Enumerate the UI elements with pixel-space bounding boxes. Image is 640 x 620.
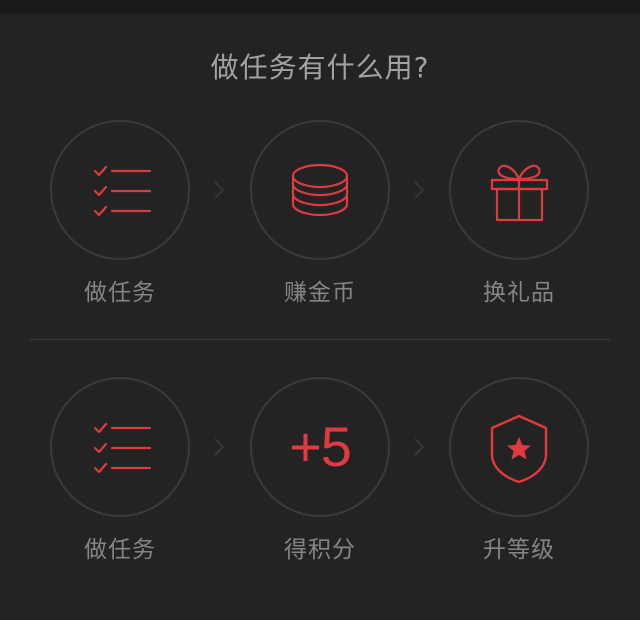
step-icon-circle — [449, 120, 589, 260]
coins-icon — [291, 163, 349, 217]
benefit-row-coins: 做任务 赚金币 — [0, 120, 640, 310]
gift-icon — [490, 164, 549, 222]
chevron-right-icon — [213, 178, 225, 202]
step-label: 赚金币 — [284, 280, 356, 306]
page-title: 做任务有什么用? — [210, 51, 430, 84]
step-icon-circle: +5 — [250, 377, 390, 517]
step-do-task: 做任务 — [50, 377, 190, 567]
step-icon-circle — [50, 120, 190, 260]
benefit-row-points: 做任务 +5 得积分 升等级 — [0, 377, 640, 567]
top-bar — [0, 0, 640, 14]
step-redeem-gift: 换礼品 — [449, 120, 589, 310]
section-divider — [30, 339, 610, 340]
step-get-points: +5 得积分 — [250, 377, 390, 567]
chevron-right-icon — [213, 435, 225, 459]
step-label: 做任务 — [84, 280, 156, 306]
chevron-right-icon — [413, 435, 425, 459]
step-earn-coins: 赚金币 — [250, 120, 390, 310]
shield-star-icon — [490, 414, 548, 484]
step-icon-circle — [250, 120, 390, 260]
step-icon-circle — [50, 377, 190, 517]
step-icon-circle — [449, 377, 589, 517]
step-label: 换礼品 — [483, 280, 555, 306]
chevron-right-icon — [413, 178, 425, 202]
step-level-up: 升等级 — [449, 377, 589, 567]
points-plus-text: +5 — [289, 415, 352, 478]
step-label: 做任务 — [84, 537, 156, 563]
step-do-task: 做任务 — [50, 120, 190, 310]
checklist-icon — [93, 422, 152, 474]
step-label: 升等级 — [483, 537, 555, 563]
step-label: 得积分 — [284, 537, 356, 563]
checklist-icon — [93, 165, 152, 217]
